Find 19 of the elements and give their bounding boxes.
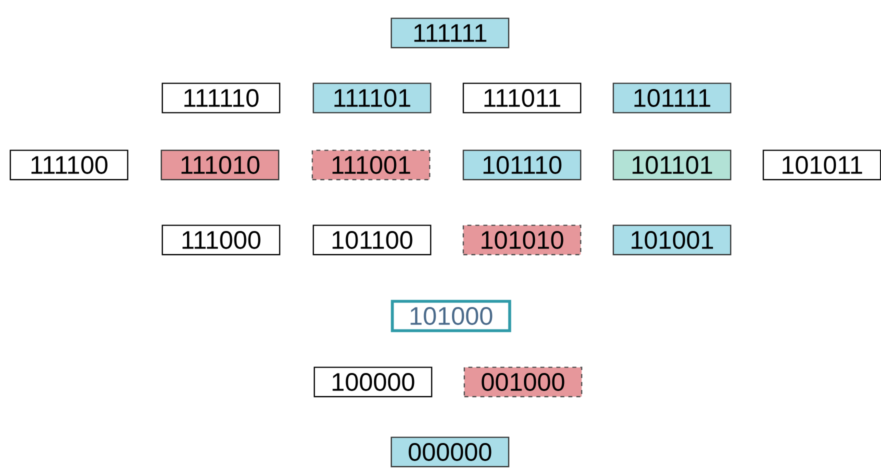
code-box: 111100 xyxy=(10,150,128,180)
code-box: 111010 xyxy=(160,150,280,180)
code-box: 100000 xyxy=(314,366,432,398)
code-box: 101110 xyxy=(462,150,582,180)
code-box: 000000 xyxy=(390,436,510,468)
code-box: 101101 xyxy=(612,150,732,180)
code-box: 101001 xyxy=(612,224,732,256)
code-box: 101111 xyxy=(612,82,732,114)
code-box: 101000 xyxy=(390,300,512,332)
code-box: 101100 xyxy=(312,224,432,256)
code-box: 111111 xyxy=(390,18,510,48)
code-box: 111110 xyxy=(162,82,280,114)
code-box: 111000 xyxy=(162,224,280,256)
code-box: 111001 xyxy=(312,150,430,180)
code-box: 001000 xyxy=(464,366,582,398)
code-box: 101011 xyxy=(762,150,881,180)
code-box: 111101 xyxy=(312,82,432,114)
code-box: 101010 xyxy=(462,224,582,256)
code-box: 111011 xyxy=(462,82,582,114)
